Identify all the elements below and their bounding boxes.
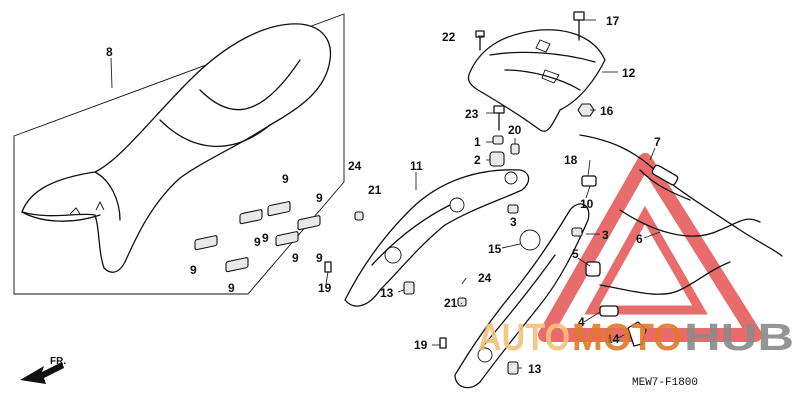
callout-3b: 3 (602, 228, 609, 242)
washer-1 (492, 135, 504, 145)
callout-24a: 24 (348, 159, 362, 173)
svg-text:FR.: FR. (50, 356, 66, 367)
callout-8: 8 (106, 45, 113, 59)
callout-16: 16 (600, 104, 614, 118)
callout-7: 7 (654, 135, 661, 149)
watermark-logo: AUTO MOTO HUB (478, 317, 794, 359)
watermark-auto: AUTO (478, 317, 570, 359)
callout-13a: 13 (380, 286, 394, 300)
watermark-moto: MOTO (572, 317, 682, 359)
callout-9f: 9 (228, 281, 235, 295)
watermark-hub: HUB (684, 317, 794, 359)
callout-9b: 9 (316, 191, 323, 205)
callout-15: 15 (488, 242, 502, 256)
callout-11: 11 (410, 159, 423, 173)
callout-9a: 9 (282, 172, 289, 186)
callout-22: 22 (442, 30, 456, 44)
latch-5 (585, 261, 601, 277)
callout-9g: 9 (292, 251, 299, 265)
callout-9c: 9 (316, 251, 323, 265)
rubber-20 (510, 143, 520, 155)
callout-21a: 21 (368, 183, 382, 197)
callout-19b: 19 (414, 338, 428, 352)
seat-pads (194, 201, 321, 273)
callout-4: 4 (578, 315, 585, 329)
callout-leaders (110, 19, 661, 369)
callout-17: 17 (606, 14, 620, 28)
bolts (475, 11, 595, 131)
rear-cowl-right (454, 203, 590, 389)
rear-cowl-left (344, 169, 530, 307)
bolt-17 (573, 11, 585, 41)
callout-6: 6 (636, 232, 643, 246)
bolt-23 (493, 105, 505, 131)
lock-cylinder-4 (599, 305, 619, 317)
bolt-22 (475, 30, 485, 51)
grab-rail (467, 29, 606, 132)
seat-lock-cable (579, 134, 783, 347)
callout-9e: 9 (190, 263, 197, 277)
diagram-code: MEW7-F1800 (632, 377, 698, 389)
callout-1: 1 (474, 135, 481, 149)
callout-3a: 3 (510, 215, 517, 229)
front-arrow-icon: FR. (20, 356, 66, 384)
callout-19a: 19 (318, 281, 332, 295)
callout-labels: 8 9 9 9 9 9 9 9 9 22 17 12 16 23 20 1 2 … (106, 14, 661, 376)
callout-23: 23 (465, 107, 479, 121)
callout-9h: 9 (262, 231, 269, 245)
callout-18: 18 (564, 153, 578, 167)
watermark-triangle (538, 153, 762, 342)
callout-12: 12 (622, 66, 636, 80)
grommets (324, 204, 583, 375)
key-14 (627, 321, 647, 347)
callout-2: 2 (474, 153, 481, 167)
callout-21b: 21 (444, 296, 458, 310)
callout-13b: 13 (528, 362, 542, 376)
callout-24b: 24 (478, 271, 492, 285)
callout-20: 20 (508, 123, 522, 137)
seat (21, 23, 332, 273)
callout-10: 10 (580, 197, 594, 211)
collar-2 (489, 151, 505, 167)
mounts (489, 135, 520, 167)
cable-holder-18 (581, 175, 597, 187)
nut-16 (577, 103, 595, 117)
callout-14: 14 (606, 332, 620, 346)
callout-9d: 9 (254, 235, 261, 249)
callout-5: 5 (572, 247, 579, 261)
